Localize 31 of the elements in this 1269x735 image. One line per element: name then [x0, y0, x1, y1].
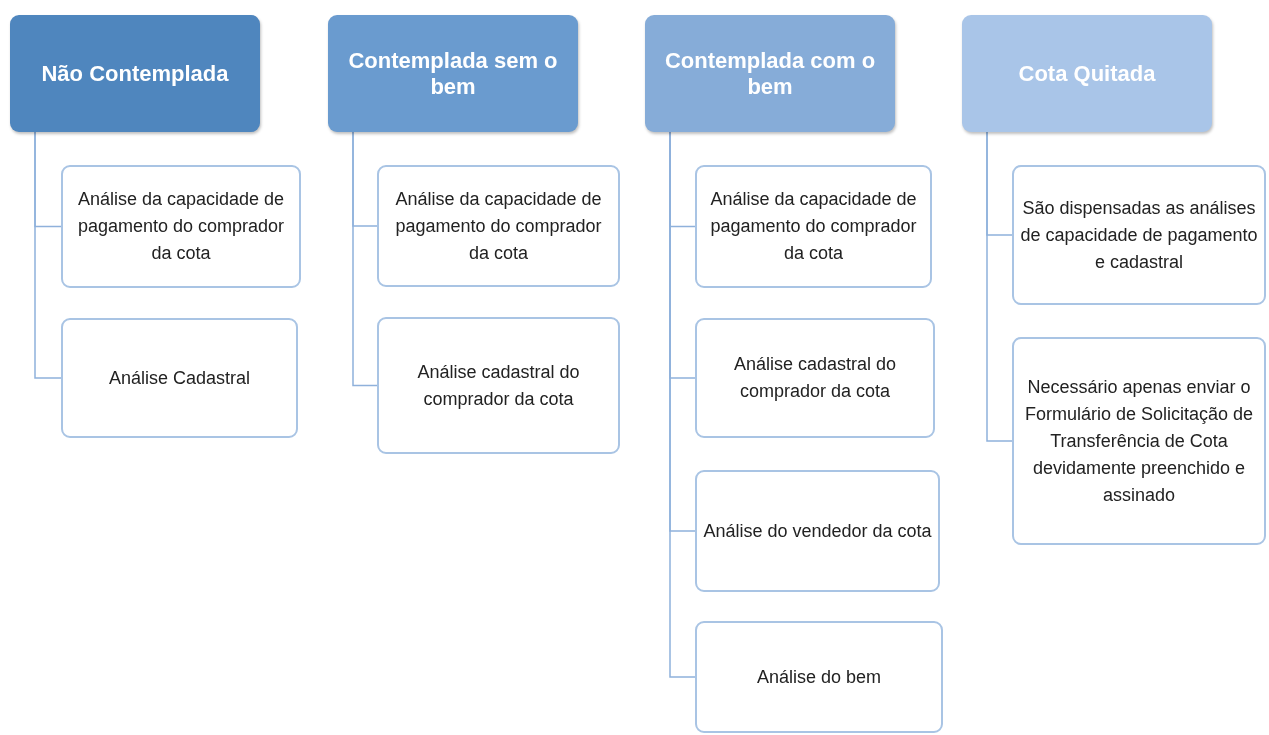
step-box	[377, 317, 620, 454]
category-header-box	[10, 15, 260, 132]
connector-line	[352, 131, 378, 387]
category-header-box	[328, 15, 578, 132]
step-text: Análise cadastral do comprador da cota	[416, 360, 581, 411]
connector-line	[34, 131, 62, 379]
header-text: Contemplada sem o bem	[347, 48, 559, 99]
step-text: Análise da capacidade de pagamento do comprador da cota	[709, 188, 918, 265]
step-text: Análise da capacidade de pagamento do comprador da cota	[394, 187, 603, 265]
step-text: Análise cadastral do comprador da cota	[732, 353, 898, 403]
step-box	[1012, 337, 1266, 545]
step-box	[377, 165, 620, 287]
step-text: Análise da capacidade de pagamento do comprador da cota	[76, 188, 286, 265]
step-box	[61, 165, 301, 288]
step-box	[1012, 165, 1266, 305]
step-text: Análise do bem	[756, 665, 882, 689]
step-text: São dispensadas as análises de capacidade de pagamento e cadastral	[1020, 196, 1258, 274]
step-text: Análise do vendedor da cota	[703, 519, 932, 543]
step-box	[61, 318, 298, 438]
connector-line	[986, 131, 1013, 442]
step-box	[695, 165, 932, 288]
category-header-box	[962, 15, 1212, 132]
header-text: Contemplada com o bem	[663, 48, 877, 99]
step-text: Análise Cadastral	[108, 366, 251, 390]
category-header-box	[645, 15, 895, 132]
step-box	[695, 470, 940, 592]
step-box	[695, 318, 935, 438]
step-text: Necessário apenas enviar o Formulário de Solicitação de Transferência de Cota devidamente preenchido e assinado	[1023, 375, 1255, 507]
header-text: Cota Quitada	[1018, 60, 1156, 87]
header-text: Não Contemplada	[41, 60, 229, 87]
step-box	[695, 621, 943, 733]
